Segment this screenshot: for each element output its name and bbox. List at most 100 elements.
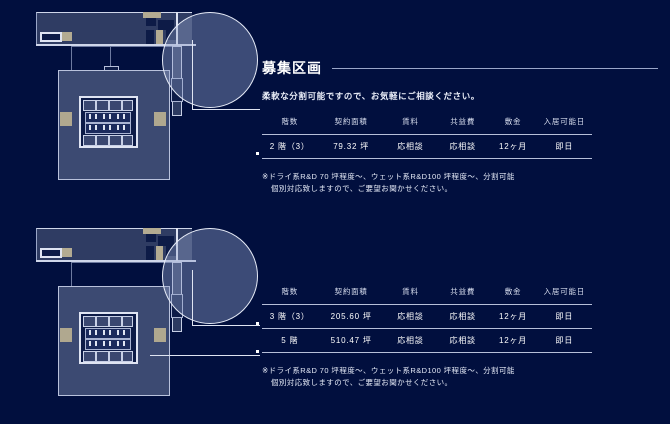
core-tick	[95, 114, 97, 119]
leader-line-horizontal	[192, 109, 260, 110]
riser-line	[71, 46, 177, 47]
riser-line	[110, 46, 111, 68]
slab-accent-left	[60, 328, 72, 342]
core-cell	[96, 100, 109, 111]
cell-deposit: 12ヶ月	[489, 304, 537, 329]
riser-line	[71, 262, 177, 263]
floor-slab	[58, 286, 170, 396]
cell-rent: 応相談	[384, 134, 437, 159]
strip-accent	[156, 30, 163, 44]
core-cell	[83, 135, 96, 146]
cell-fee: 応相談	[436, 134, 490, 159]
slab-accent-left	[60, 112, 72, 126]
core-cell	[122, 100, 133, 111]
core-tick	[117, 125, 119, 130]
core-inner-row	[85, 112, 131, 123]
note-line-2: 個別対応致しますので、ご要望お聞かせください。	[271, 183, 453, 193]
riser-line	[71, 46, 72, 70]
table-header-row: 階数 契約面積 賃料 共益費 敷金 入居可能日	[262, 116, 592, 135]
core-tick	[117, 114, 119, 119]
column-header-area: 契約面積	[334, 287, 368, 296]
magnifier-lens	[162, 228, 258, 324]
column-header-fee: 共益費	[450, 287, 476, 296]
strip-block	[146, 30, 154, 44]
page-title: 募集区画	[262, 60, 322, 76]
cell-rent: 応相談	[384, 328, 437, 353]
core-tick	[89, 341, 91, 346]
leader-line-vertical-upper	[192, 270, 193, 326]
column-header-rent: 賃料	[402, 287, 419, 296]
cell-floor: 5 階	[262, 328, 318, 353]
core-cell	[109, 316, 122, 327]
core-tick	[109, 341, 111, 346]
column-header-area: 契約面積	[334, 117, 368, 126]
magnifier-lens	[162, 12, 258, 108]
section-note: ※ドライ系R&D 70 坪程度〜、ウェット系R&D100 坪程度〜、分割可能 個…	[262, 171, 658, 194]
core-cell	[83, 100, 96, 111]
row-bullet-marker	[256, 322, 259, 325]
cell-available: 即日	[536, 134, 592, 159]
strip-block	[146, 246, 154, 260]
building-core	[79, 96, 138, 148]
core-tick	[123, 114, 125, 119]
units-table-2: 階数 契約面積 賃料 共益費 敷金 入居可能日 3 階（3） 205.60 坪 …	[262, 286, 592, 353]
core-tick	[89, 125, 91, 130]
core-tick	[95, 125, 97, 130]
core-inner-row	[85, 339, 131, 350]
slab-accent-right	[154, 328, 166, 342]
core-tick	[123, 125, 125, 130]
strip-block	[158, 20, 174, 30]
cell-fee: 応相談	[436, 328, 490, 353]
cell-rent: 応相談	[384, 304, 437, 329]
core-cell	[96, 316, 109, 327]
table-header-row: 階数 契約面積 賃料 共益費 敷金 入居可能日	[262, 286, 592, 305]
building-core	[79, 312, 138, 364]
units-table-1: 階数 契約面積 賃料 共益費 敷金 入居可能日 2 階（3） 79.32 坪 応…	[262, 116, 592, 159]
column-header-deposit: 敷金	[504, 287, 522, 296]
column-header-available: 入居可能日	[543, 287, 586, 296]
cell-floor: 2 階（3）	[262, 134, 318, 159]
cell-available: 即日	[536, 328, 592, 353]
strip-block	[158, 236, 174, 246]
cell-area: 510.47 坪	[317, 328, 385, 353]
core-cell	[109, 100, 122, 111]
core-tick	[109, 125, 111, 130]
table-row[interactable]: 3 階（3） 205.60 坪 応相談 応相談 12ヶ月 即日	[262, 304, 592, 329]
note-line-1: ※ドライ系R&D 70 坪程度〜、ウェット系R&D100 坪程度〜、分割可能	[262, 172, 515, 181]
leader-line-horizontal-upper	[192, 325, 260, 326]
section-header: 募集区画	[262, 58, 658, 78]
entry-accent	[62, 248, 72, 257]
leader-line-horizontal-lower	[150, 355, 260, 356]
column-header-rent: 賃料	[402, 117, 419, 126]
column-header-deposit: 敷金	[504, 117, 522, 126]
column-header-fee: 共益費	[450, 117, 476, 126]
cell-available: 即日	[536, 304, 592, 329]
entry-inner	[42, 250, 60, 256]
core-cell	[109, 135, 122, 146]
cell-deposit: 12ヶ月	[489, 134, 537, 159]
corridor-edge-line	[36, 260, 196, 262]
core-tick	[123, 330, 125, 335]
entry-accent	[62, 32, 72, 41]
note-line-2: 個別対応致しますので、ご要望お聞かせください。	[271, 377, 453, 387]
cell-area: 79.32 坪	[317, 134, 385, 159]
core-tick	[117, 330, 119, 335]
corridor-edge-line	[36, 44, 196, 46]
listing-section-2: 階数 契約面積 賃料 共益費 敷金 入居可能日 3 階（3） 205.60 坪 …	[256, 286, 658, 388]
row-bullet-marker	[256, 350, 259, 353]
floor-plan-diagram-2	[30, 222, 270, 422]
table-row[interactable]: 2 階（3） 79.32 坪 応相談 応相談 12ヶ月 即日	[262, 134, 592, 159]
note-line-1: ※ドライ系R&D 70 坪程度〜、ウェット系R&D100 坪程度〜、分割可能	[262, 366, 515, 375]
core-cell	[96, 135, 109, 146]
cell-deposit: 12ヶ月	[489, 328, 537, 353]
core-tick	[123, 341, 125, 346]
core-inner-row	[85, 328, 131, 339]
leader-line-vertical	[192, 40, 193, 110]
core-tick	[103, 330, 105, 335]
core-tick	[109, 330, 111, 335]
row-bullet-marker	[256, 152, 259, 155]
core-tick	[103, 114, 105, 119]
entry-inner	[42, 34, 60, 40]
table-row[interactable]: 5 階 510.47 坪 応相談 応相談 12ヶ月 即日	[262, 328, 592, 353]
core-cell	[122, 316, 133, 327]
